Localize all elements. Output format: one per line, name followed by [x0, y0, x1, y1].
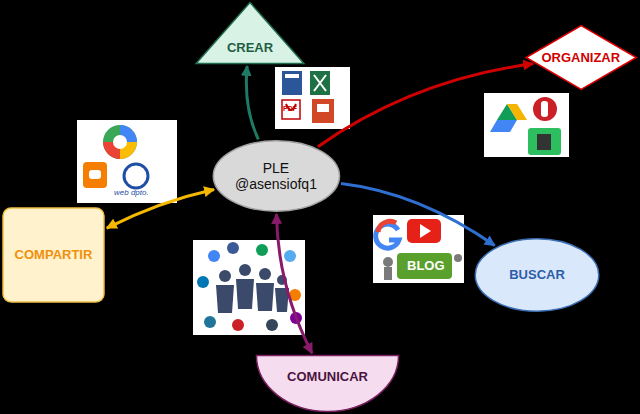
outline-shape: [526, 26, 636, 90]
node-text: CREAR: [227, 40, 273, 56]
communicate-halfdisc: COMUNICAR: [255, 355, 400, 412]
outline-shape: [213, 141, 339, 212]
node-text: ORGANIZAR: [541, 50, 620, 66]
search-icons: [373, 215, 464, 283]
people-network: [193, 240, 305, 335]
connector-arrow: [246, 66, 258, 139]
outline-shape: [475, 239, 598, 312]
node-text: PLE: [263, 160, 289, 176]
node-text: BUSCAR: [509, 267, 565, 283]
outline-shape: [3, 208, 104, 302]
create-triangle: CREAR: [195, 2, 305, 64]
connector-arrow: [341, 184, 495, 246]
ple-ellipse: PLE@asensiofq1: [212, 140, 341, 212]
blog-label: BLOG: [407, 258, 445, 273]
organize-diamond: ORGANIZAR: [525, 25, 637, 90]
connector-arrow: [318, 64, 533, 147]
pdf-label: PDF: [283, 105, 297, 112]
outline-shape: [196, 3, 304, 64]
search-ellipse: BUSCAR: [474, 238, 600, 312]
node-text: COMUNICAR: [287, 369, 368, 385]
office-icons: [275, 67, 350, 129]
node-text: @asensiofq1: [235, 176, 317, 192]
node-text: COMPARTIR: [15, 247, 93, 263]
organize-icons: [484, 93, 569, 157]
connector-arrow: [277, 214, 313, 353]
web-label: web dpto.: [114, 188, 149, 197]
outline-shape: [256, 356, 398, 412]
share-icons: [77, 120, 177, 203]
share-box: COMPARTIR: [2, 207, 105, 303]
